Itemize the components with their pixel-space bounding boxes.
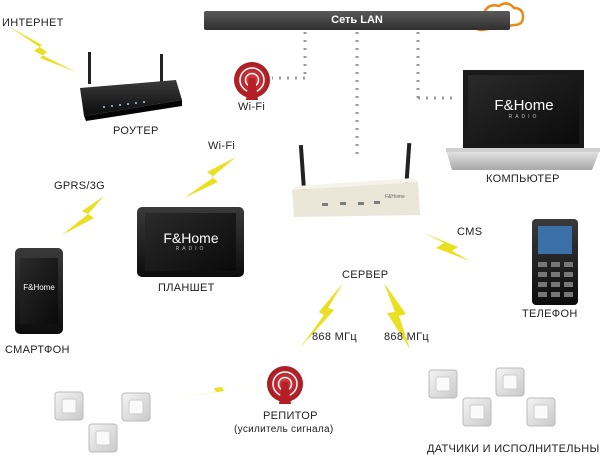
- repeater-antenna-icon: [267, 366, 303, 404]
- laptop-device: [446, 70, 600, 170]
- brand-logo-sub: RADIO: [508, 114, 540, 120]
- internet-label: ИНТЕРНЕТ: [2, 17, 64, 29]
- freq-left-label: 868 МГц: [312, 331, 357, 343]
- brand-logo: F&Home: [494, 97, 554, 114]
- sensors-label: ДАТЧИКИ И ИСПОЛНИТЕЛЬНЫЕ: [427, 443, 600, 455]
- sensor-modules: [54, 367, 556, 453]
- sensor-module: [121, 392, 151, 422]
- computer-label: КОМПЬЮТЕР: [486, 173, 560, 185]
- brand-logo: F&Home: [23, 283, 55, 292]
- lan-label: Сеть LAN: [331, 14, 383, 26]
- brand-logo-sub: RADIO: [175, 246, 207, 252]
- server-label: СЕРВЕР: [342, 269, 389, 281]
- phone-label: ТЕЛЕФОН: [522, 308, 578, 320]
- router-label: РОУТЕР: [113, 125, 159, 137]
- brand-logo: F&Home: [163, 230, 219, 246]
- freq-right-label: 868 МГц: [384, 331, 429, 343]
- sensor-module: [54, 391, 84, 421]
- gprs-label: GPRS/3G: [54, 180, 106, 192]
- smartphone-label: СМАРТФОН: [5, 344, 70, 356]
- smartphone-logo: F&Home: [19, 283, 59, 292]
- smartphone-device: [15, 248, 63, 334]
- sensor-module: [462, 397, 492, 427]
- lan-bar: Сеть LAN: [204, 11, 510, 30]
- wifi-antenna-icon: [234, 62, 270, 100]
- cellphone-device: [532, 219, 578, 305]
- wifi-tablet-label: Wi-Fi: [208, 140, 236, 152]
- laptop-logo: F&Home RADIO: [484, 97, 564, 120]
- sensor-module: [495, 367, 525, 397]
- server-tag: F&Home: [385, 194, 405, 200]
- tablet-label: ПЛАНШЕТ: [158, 282, 215, 294]
- lan-dotted-links: [272, 32, 455, 160]
- repeater-sublabel: (усилитель сигнала): [234, 424, 334, 435]
- sensor-module: [526, 397, 556, 427]
- router-device: [80, 52, 182, 121]
- wifi-top-label: Wi-Fi: [238, 101, 266, 113]
- lightning-icon: [8, 26, 470, 400]
- tablet-logo: F&Home RADIO: [152, 230, 230, 252]
- server-device: [292, 142, 420, 217]
- sensor-module: [428, 369, 458, 399]
- repeater-label: РЕПИТОР: [263, 410, 318, 422]
- sms-label: СMS: [457, 226, 483, 238]
- sensor-module: [88, 423, 118, 453]
- tablet-device: [137, 207, 244, 277]
